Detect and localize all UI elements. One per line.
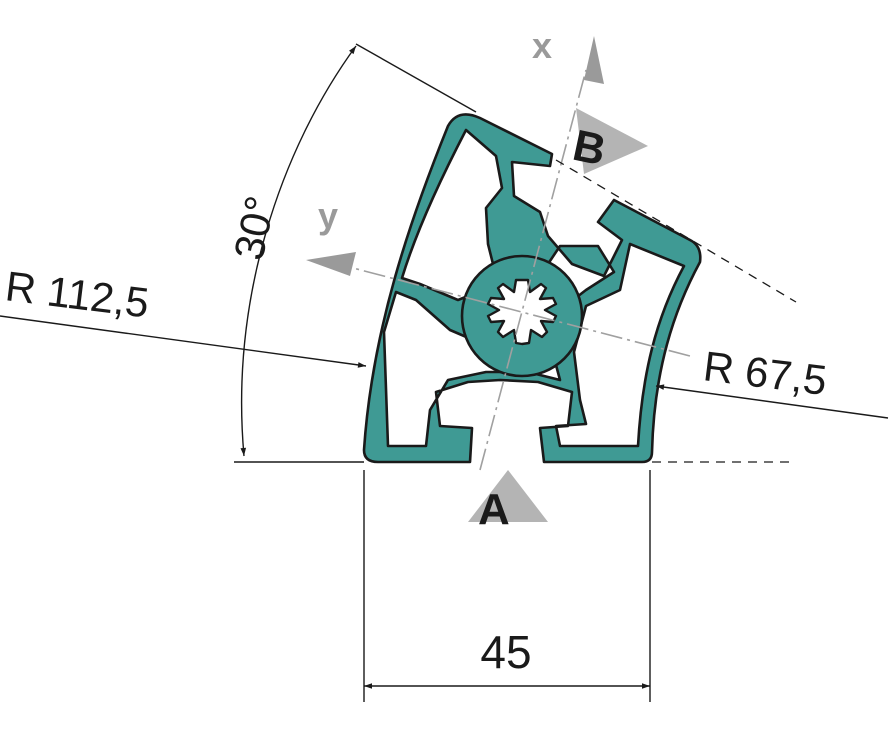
top-extension-line	[355, 43, 477, 113]
outer-radius-label: R 112,5	[3, 262, 152, 326]
marker-b-triangle	[576, 108, 648, 174]
x-axis-arrow	[584, 36, 604, 84]
outer-radius-leader	[0, 315, 367, 368]
core-bore	[486, 278, 558, 346]
y-axis-label: y	[318, 195, 338, 236]
top-dashed-line	[555, 159, 797, 303]
view-marker-b: B	[569, 108, 648, 175]
inner-radius-leader	[655, 384, 889, 419]
angle-label: 30°	[225, 192, 284, 264]
angle-arc	[240, 45, 357, 457]
x-axis-label: x	[532, 25, 552, 66]
dimensions: 30° R 112,5 R 67,5 45	[0, 43, 889, 702]
view-marker-a: A	[468, 470, 548, 534]
marker-a-triangle	[468, 470, 548, 522]
profile-section	[362, 113, 702, 464]
marker-b-label: B	[569, 121, 610, 176]
x-axis-line	[479, 69, 587, 471]
y-axis-arrow	[306, 252, 356, 276]
width-label: 45	[480, 626, 531, 678]
marker-a-label: A	[478, 485, 510, 534]
y-axis-line	[329, 261, 691, 357]
